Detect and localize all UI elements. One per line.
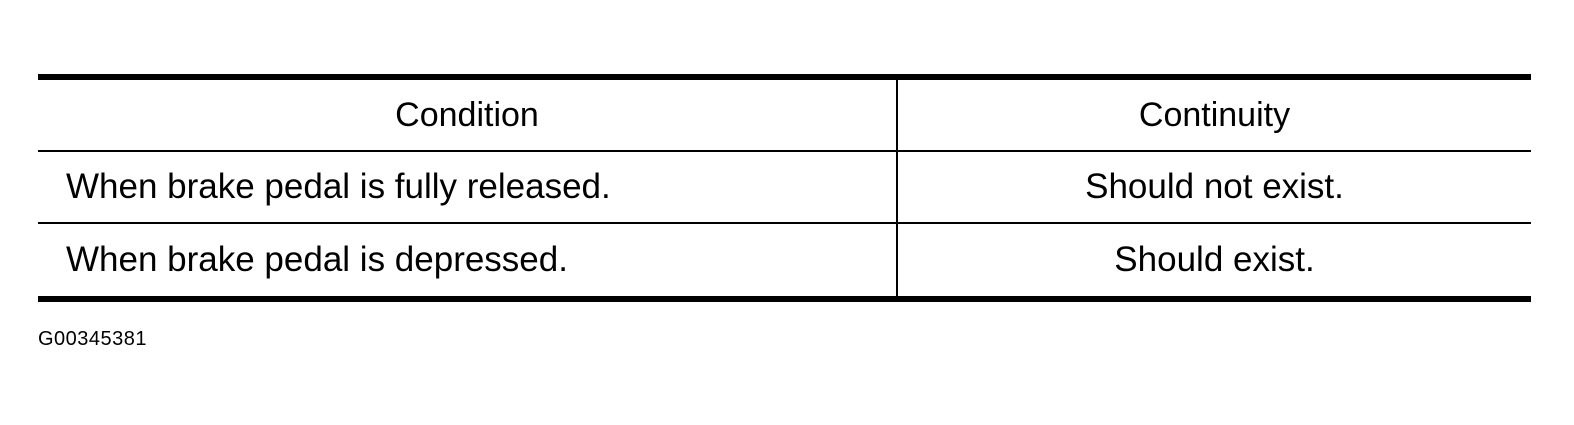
table-bottom-rule	[38, 296, 1531, 302]
header-continuity: Continuity	[1138, 95, 1291, 134]
continuity-cell: Should not exist.	[1085, 167, 1344, 206]
condition-cell: When brake pedal is fully released.	[38, 152, 898, 222]
table-header-row: Condition Continuity	[38, 80, 1531, 152]
condition-cell: When brake pedal is depressed.	[38, 224, 898, 296]
continuity-table: Condition Continuity When brake pedal is…	[38, 74, 1531, 302]
figure-id: G00345381	[38, 328, 148, 350]
continuity-cell: Should exist.	[1114, 240, 1315, 279]
table-row: When brake pedal is fully released. Shou…	[38, 152, 1531, 224]
header-condition: Condition	[38, 80, 898, 150]
table-row: When brake pedal is depressed. Should ex…	[38, 224, 1531, 296]
table-top-rule	[38, 74, 1531, 80]
